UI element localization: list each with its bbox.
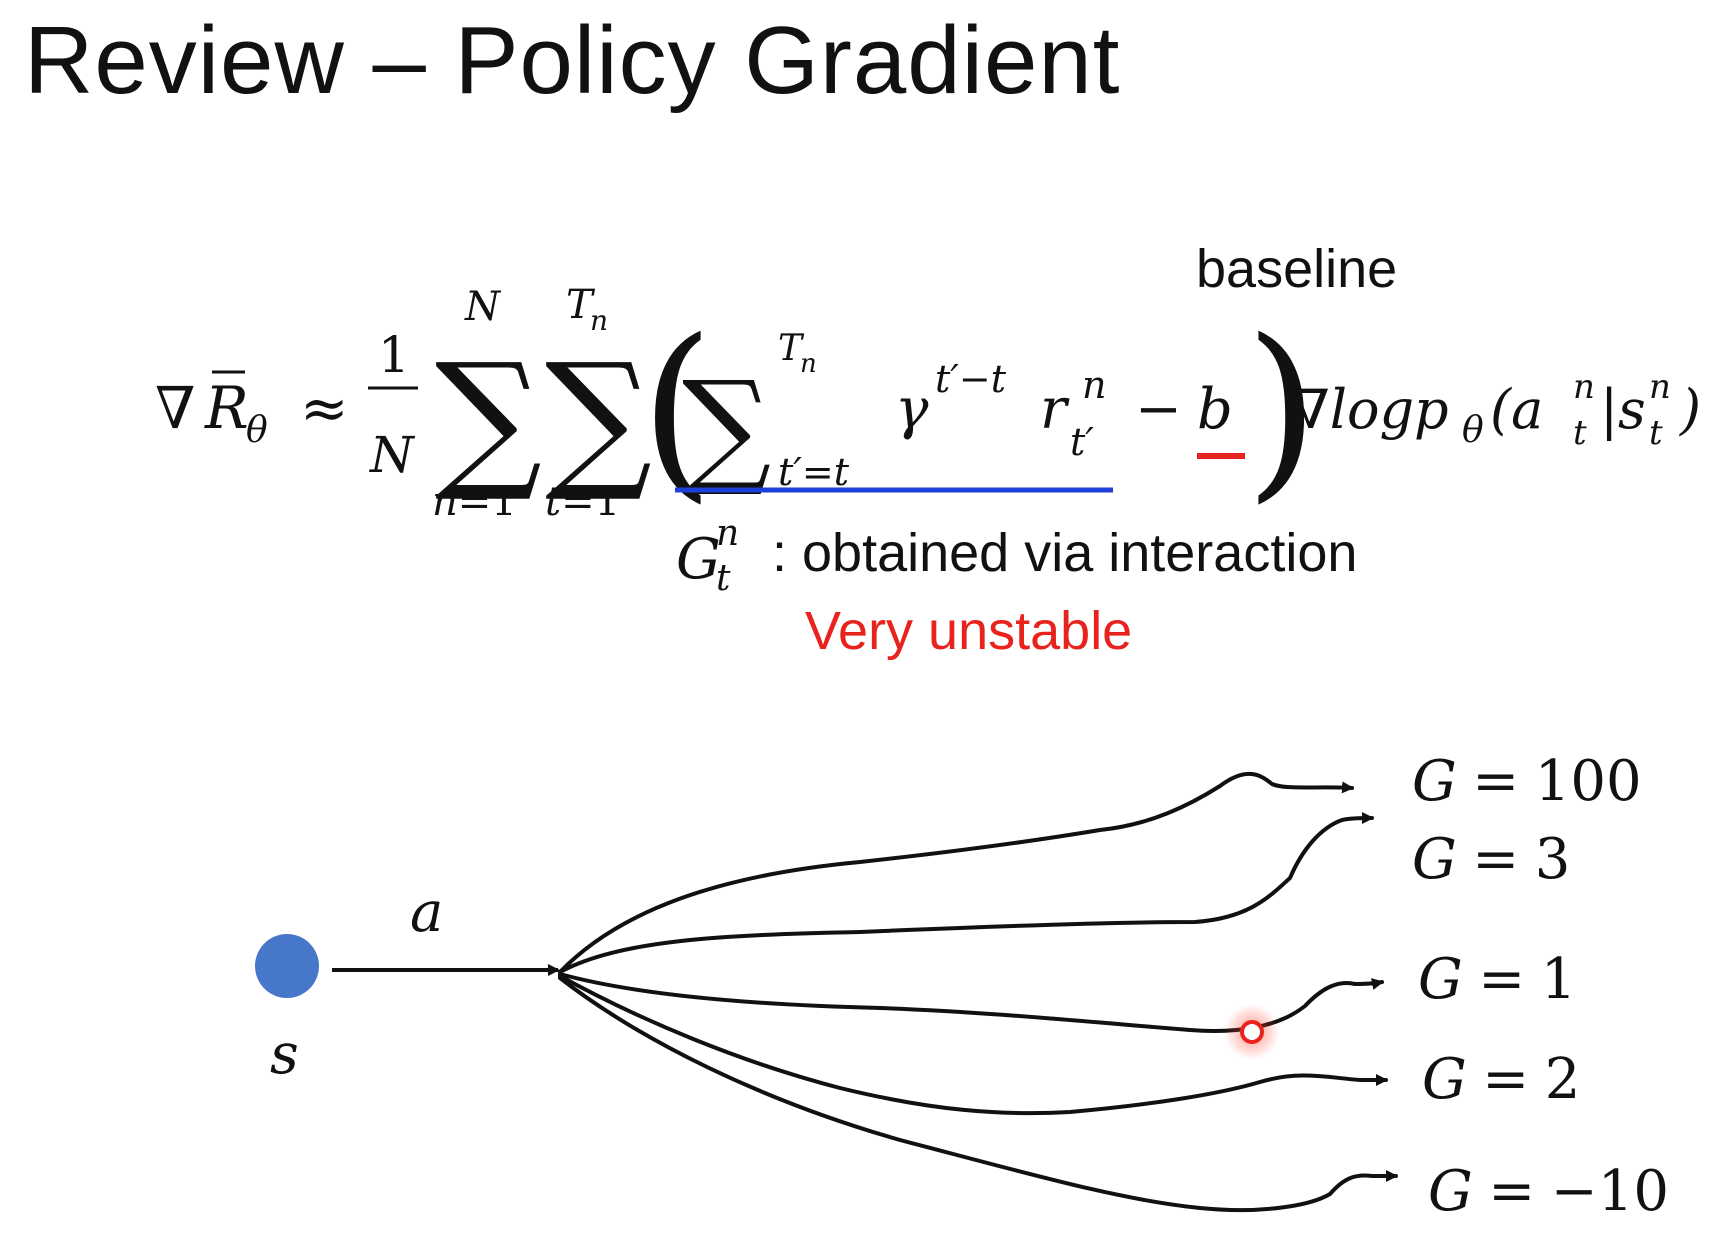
outcome-g-100: G = 100 [1412,748,1642,814]
outcome-g-1: G = 1 [1418,946,1576,1012]
svg-text:n: n [800,349,817,379]
svg-text:n: n [1649,367,1671,407]
trajectory-g-3 [558,812,1374,974]
outcome-g-minus-10: G = −10 [1428,1158,1669,1224]
outcome-value: 3 [1534,827,1571,892]
svg-text:N: N [369,426,416,484]
svg-text:R: R [204,374,249,442]
svg-text:θ: θ [246,410,268,451]
trajectory-g-minus-10 [558,976,1398,1213]
svg-text:n: n [1082,363,1106,407]
trajectory-g-1 [558,972,1384,1033]
svg-text:|: | [1600,378,1618,441]
gtn-description: : obtained via interaction [772,523,1358,583]
outcome-value: 100 [1534,749,1642,814]
svg-text:n: n [716,513,739,554]
outcome-value: 2 [1544,1047,1581,1112]
svg-text:r: r [1040,377,1070,442]
outcome-value: 1 [1540,947,1577,1012]
outcome-g-symbol: G [1412,749,1457,814]
svg-text:γ: γ [895,377,929,442]
svg-text:t: t [1649,413,1663,453]
formula-nabla-r: ∇ [155,374,196,442]
svg-text:t′−t: t′−t [935,357,1007,401]
svg-text:s: s [1618,378,1646,441]
outcome-g-symbol: G [1418,947,1463,1012]
svg-text:(: ( [640,299,714,520]
formula-sum-t: ∑ [545,332,652,506]
svg-text:T: T [566,282,596,328]
outcome-value: −10 [1550,1159,1669,1224]
svg-text:t: t [716,558,731,599]
formula-sum-n: ∑ [435,332,542,506]
outcome-equals: = [1482,1047,1530,1112]
svg-text:t=1: t=1 [545,479,620,525]
svg-text:n=1: n=1 [432,479,517,525]
svg-text:−: − [1135,377,1182,442]
svg-text:n: n [1573,367,1595,407]
formula-approx: ≈ [300,374,349,442]
outcome-equals: = [1472,827,1520,892]
svg-text:t′: t′ [1070,420,1094,464]
svg-text:N: N [464,284,502,330]
outcome-equals: = [1478,947,1526,1012]
trajectory-g-2 [558,974,1388,1116]
outcome-g-symbol: G [1422,1047,1467,1112]
svg-text:θ: θ [1462,410,1484,451]
svg-text:t′=t: t′=t [778,450,850,494]
formula-inner-sum: ∑ [682,355,771,500]
trajectory-diagram [255,771,1398,1213]
outcome-equals: = [1472,749,1520,814]
formula-grad-log-prob: ∇logp [1292,378,1449,441]
outcome-g-2: G = 2 [1422,1046,1580,1112]
baseline-label: baseline [1196,239,1398,299]
outcome-g-symbol: G [1428,1159,1473,1224]
cursor-indicator [1240,1020,1264,1044]
policy-gradient-formula: ∇ R θ ≈ 1 N N ∑ n=1 T n ∑ t=1 ( ∑ T n [155,282,1701,599]
gtn-symbol: G [676,527,721,592]
svg-text:(a: (a [1490,378,1543,441]
state-label: s [270,1022,299,1087]
state-node [255,934,319,998]
svg-text:): ) [1679,378,1701,441]
svg-text:): ) [1245,299,1319,520]
outcome-g-3: G = 3 [1412,826,1570,892]
formula-baseline-b: b [1197,377,1233,442]
warning-text: Very unstable [805,601,1133,661]
outcome-g-symbol: G [1412,827,1457,892]
formula-one-over-n: 1 [378,326,410,384]
slide-title: Review – Policy Gradient [24,7,1121,114]
outcome-equals: = [1488,1159,1536,1224]
svg-text:t: t [1573,413,1587,453]
svg-text:T: T [778,328,805,369]
svg-text:n: n [590,304,608,337]
trajectory-g-100 [558,771,1354,974]
action-label: a [410,880,444,945]
